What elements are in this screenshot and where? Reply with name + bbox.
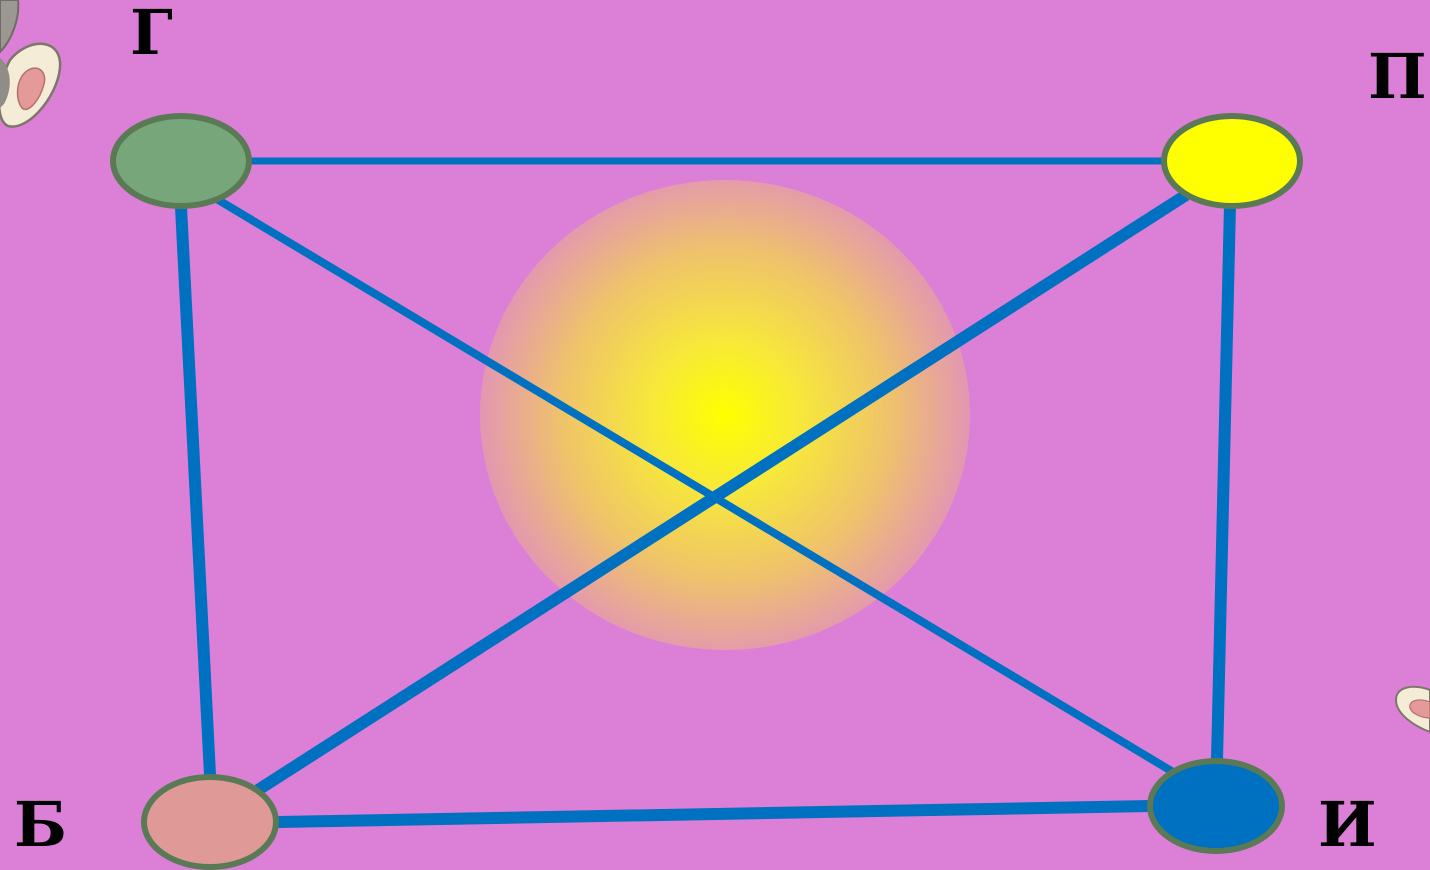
edge-P-I: [1217, 205, 1230, 760]
node-G[interactable]: [113, 116, 249, 206]
node-B[interactable]: [144, 777, 276, 867]
edge-G-B: [181, 207, 210, 775]
edge-B-I: [278, 806, 1150, 822]
edge-G-I: [205, 192, 1178, 775]
node-label-B: Б: [14, 794, 67, 856]
node-label-I: И: [1318, 794, 1377, 856]
node-I[interactable]: [1150, 761, 1282, 851]
bunny-ear-icon: [1392, 684, 1430, 736]
node-label-G: Г: [130, 2, 173, 64]
bunny-ear-icon: [0, 0, 70, 135]
edges-layer: [181, 161, 1230, 822]
node-label-P: П: [1368, 46, 1427, 108]
node-P[interactable]: [1164, 116, 1300, 206]
